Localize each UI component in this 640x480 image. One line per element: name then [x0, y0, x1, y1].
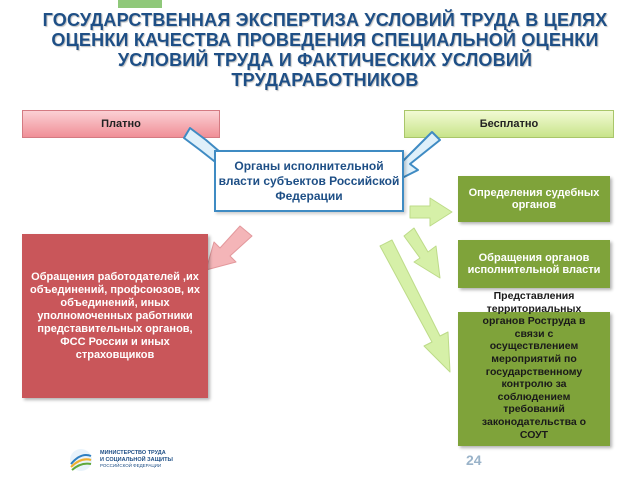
executive-requests-box: Обращения органов исполнительной власти [458, 240, 610, 288]
center-to-left-arrow [205, 225, 253, 271]
page-number: 24 [466, 452, 482, 468]
center-to-rostrud-arrow [379, 239, 451, 373]
right-box-1-text: Определения судебных органов [468, 187, 600, 211]
executive-authorities-box: Органы исполнительной власти субъектов Р… [214, 150, 404, 212]
slide-title: ГОСУДАРСТВЕННАЯ ЭКСПЕРТИЗА УСЛОВИЙ ТРУДА… [42, 10, 608, 90]
ministry-line-1: МИНИСТЕРСТВО ТРУДА [100, 450, 166, 456]
free-box: Бесплатно [404, 110, 614, 138]
center-to-executive-arrow [403, 227, 441, 279]
free-label: Бесплатно [479, 118, 539, 130]
right-box-2-text: Обращения органов исполнительной власти [467, 252, 601, 276]
ministry-line-3: РОССИЙСКОЙ ФЕДЕРАЦИИ [100, 463, 162, 468]
center-to-court-arrow [409, 197, 453, 227]
ministry-name: МИНИСТЕРСТВО ТРУДА И СОЦИАЛЬНОЙ ЗАЩИТЫ Р… [100, 450, 220, 470]
top-accent-bar [118, 0, 162, 8]
ministry-logo-icon [70, 449, 92, 471]
left-box-text: Обращения работодателей ,их объединений,… [30, 270, 200, 361]
right-box-3-text: Представления территориальных органов Ро… [481, 290, 587, 441]
court-rulings-box: Определения судебных органов [458, 176, 610, 222]
paid-label: Платно [101, 118, 141, 130]
employer-requests-box: Обращения работодателей ,их объединений,… [22, 234, 208, 398]
center-label: Органы исполнительной власти субъектов Р… [218, 158, 400, 203]
ministry-line-2: И СОЦИАЛЬНОЙ ЗАЩИТЫ [100, 456, 173, 463]
rostrud-submissions-box [458, 312, 610, 446]
